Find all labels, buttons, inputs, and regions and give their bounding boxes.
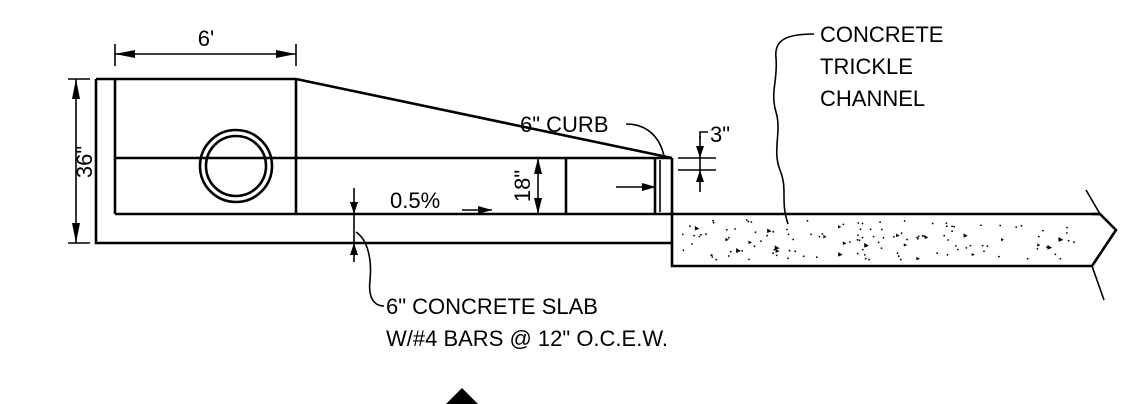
height-dim-label: 36": [72, 146, 97, 178]
box-dim-label: 18": [510, 170, 535, 202]
width-dimension: 6': [114, 26, 297, 66]
width-dim-label: 6': [198, 26, 214, 51]
north-arrow-partial: [446, 388, 478, 404]
structure-outline: [94, 77, 1100, 268]
channel-label-line1: CONCRETE: [820, 22, 943, 47]
channel-callout: CONCRETE TRICKLE CHANNEL: [772, 22, 943, 225]
pipe-symbol: [198, 128, 274, 204]
slab-leader: 6" CONCRETE SLAB W/#4 BARS @ 12" O.C.E.W…: [350, 188, 668, 351]
slope-label: 0.5%: [390, 188, 440, 213]
channel-label-line3: CHANNEL: [820, 86, 925, 111]
curb-label: 6" CURB: [520, 112, 609, 137]
slab-label-line2: W/#4 BARS @ 12" O.C.E.W.: [386, 326, 668, 351]
concrete-stipple: [681, 219, 1075, 261]
curb-dimension: 3": [616, 122, 730, 192]
box-dimension: 18": [510, 158, 542, 214]
slab-label-line1: 6" CONCRETE SLAB: [386, 294, 598, 319]
curb-dim-label: 3": [710, 122, 730, 147]
channel-label-line2: TRICKLE: [820, 54, 913, 79]
trickle-channel: [681, 189, 1118, 301]
sloped-top: [295, 77, 673, 160]
height-dimension: 36": [68, 78, 97, 244]
outer-slab-outline: [94, 79, 1092, 268]
curb-callout: 6" CURB: [520, 112, 665, 157]
slope-indicator: 0.5%: [390, 188, 492, 214]
